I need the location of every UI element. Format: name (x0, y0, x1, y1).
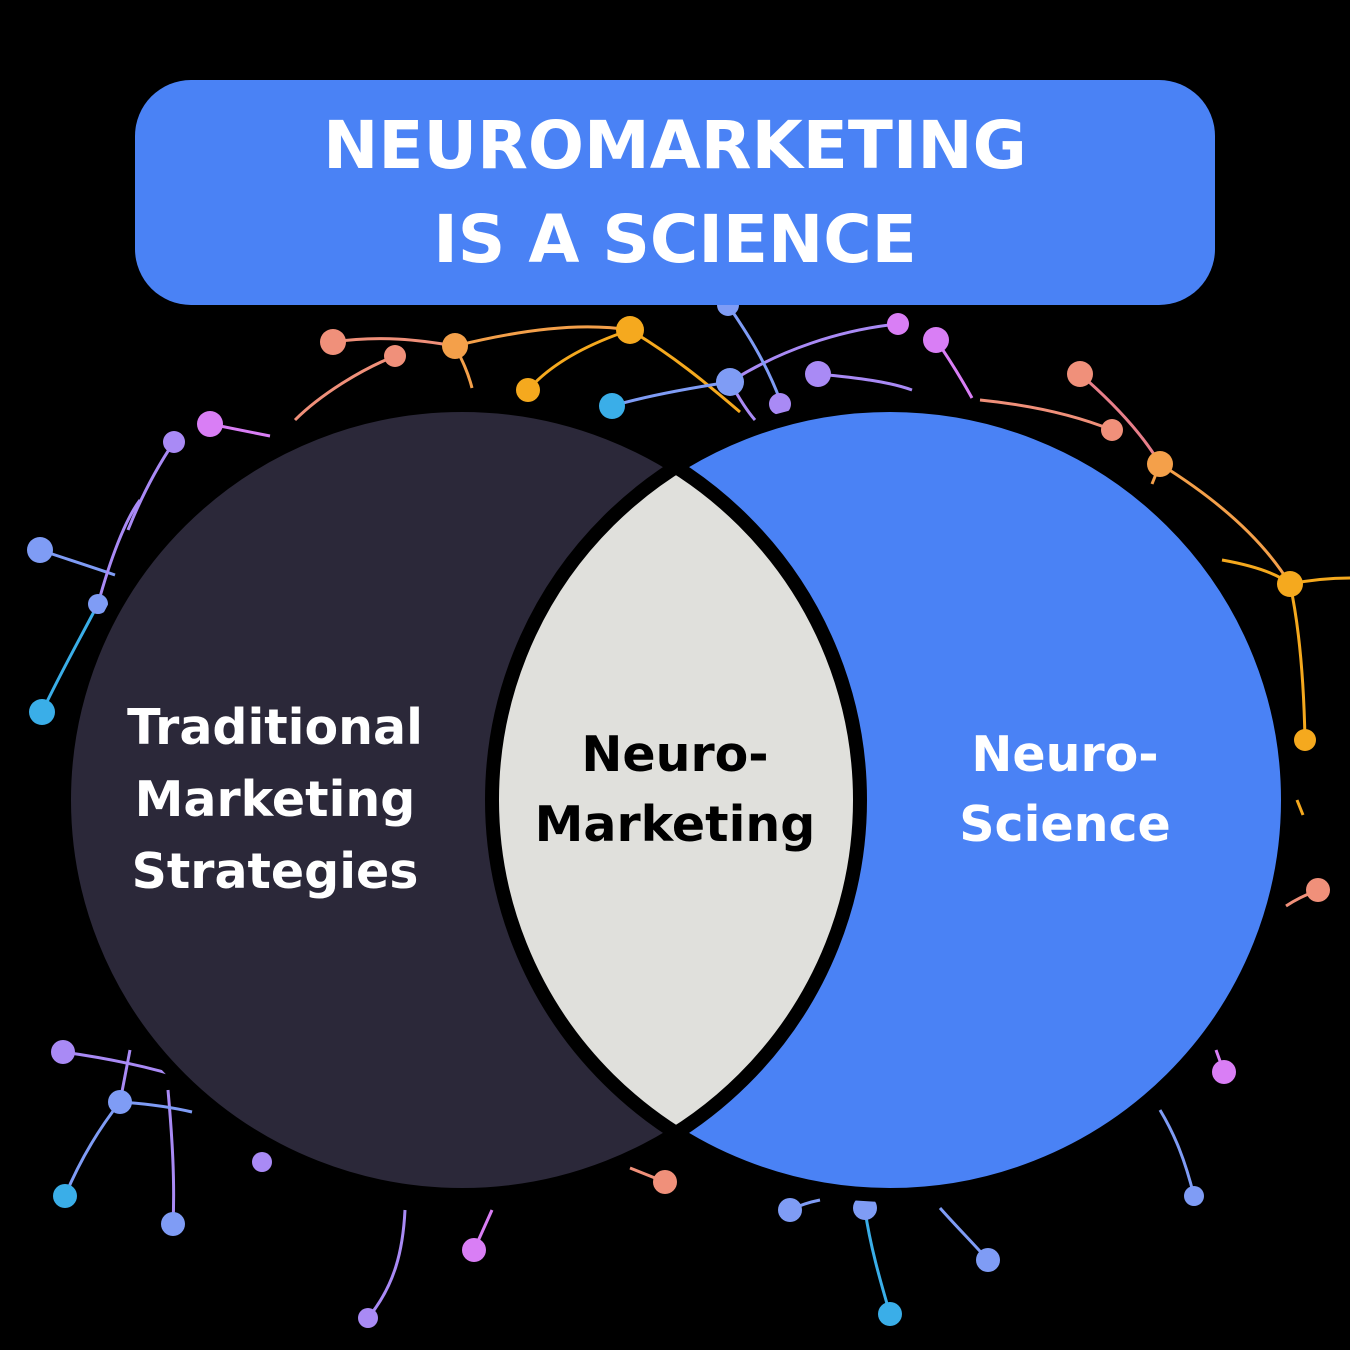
network-node (462, 1238, 486, 1262)
network-node (163, 431, 185, 453)
label-line: Strategies (131, 843, 419, 900)
network-node (320, 329, 346, 355)
network-node (599, 393, 625, 419)
network-node (51, 1040, 75, 1064)
title-line-1: NEUROMARKETING (323, 106, 1027, 184)
network-node (778, 1198, 802, 1222)
network-node (1101, 419, 1123, 441)
network-node (1147, 451, 1173, 477)
label-line: Neuro- (971, 726, 1159, 783)
label-neuromarketing: Neuro- Marketing (505, 710, 845, 870)
label-traditional-marketing: Traditional Marketing Strategies (95, 690, 455, 910)
network-node (853, 1196, 877, 1220)
network-node (516, 378, 540, 402)
title-line-2: IS A SCIENCE (433, 200, 917, 278)
network-node (197, 411, 223, 437)
network-node (769, 393, 791, 415)
circle-left-outline (57, 398, 867, 1202)
network-node (1277, 571, 1303, 597)
network-node (1067, 361, 1093, 387)
circle-overlap-neuromarketing (492, 405, 860, 1195)
network-node (442, 333, 468, 359)
network-node (716, 368, 744, 396)
label-line: Science (959, 796, 1171, 853)
network-node (161, 1212, 185, 1236)
network-node (923, 327, 949, 353)
title-banner: NEUROMARKETING IS A SCIENCE (135, 80, 1215, 305)
neural-network-decoration (27, 294, 1350, 1328)
network-node (1212, 1060, 1236, 1084)
network-node (29, 699, 55, 725)
network-node (358, 1308, 378, 1328)
network-node (108, 1090, 132, 1114)
label-neuroscience: Neuro- Science (900, 710, 1230, 870)
network-node (252, 1152, 272, 1172)
label-line: Marketing (134, 771, 416, 828)
label-line: Neuro- (581, 726, 769, 783)
network-node (53, 1184, 77, 1208)
network-node (27, 537, 53, 563)
network-node (653, 1170, 677, 1194)
label-line: Marketing (534, 796, 816, 853)
network-node (878, 1302, 902, 1326)
network-node (1184, 1186, 1204, 1206)
network-nodes (27, 294, 1330, 1328)
network-node (887, 313, 909, 335)
network-node (976, 1248, 1000, 1272)
circle-right-outline (485, 398, 1295, 1202)
network-node (1294, 729, 1316, 751)
network-node (805, 361, 831, 387)
network-node (384, 345, 406, 367)
network-node (88, 594, 108, 614)
label-line: Traditional (127, 699, 423, 756)
network-node (616, 316, 644, 344)
network-node (1306, 878, 1330, 902)
venn-circles (57, 398, 1295, 1202)
